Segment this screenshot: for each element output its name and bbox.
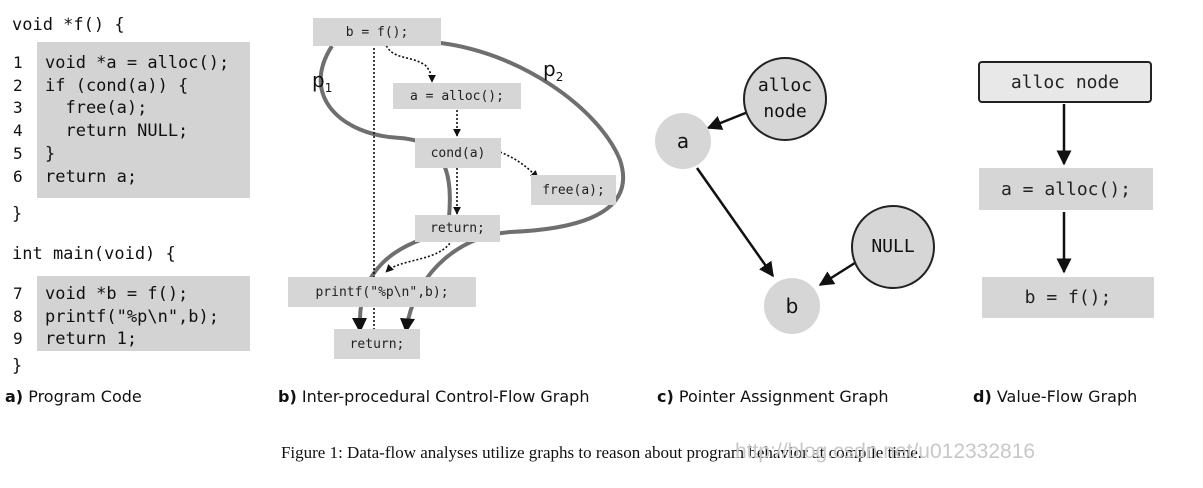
- p2-main: p: [543, 57, 556, 81]
- pag-node-a-label: a: [676, 129, 690, 153]
- f-code-line: void *a = alloc();: [45, 53, 230, 73]
- pag-null-node-label: NULL: [871, 236, 915, 257]
- caption-a-letter: a): [5, 387, 24, 406]
- vfg-b-f: b = f();: [982, 277, 1154, 318]
- edge-null-to-b: [818, 259, 859, 287]
- node-cond: cond(a): [415, 138, 501, 168]
- pag-null-node: NULL: [851, 205, 935, 289]
- node-printf: printf("%p\n",b);: [288, 277, 476, 307]
- pag-alloc-node-label: alloc node: [757, 75, 813, 122]
- caption-b: b) Inter-procedural Control-Flow Graph: [278, 387, 589, 406]
- path-p1-arrowhead: [352, 318, 367, 333]
- edge-b-to-alloc: [384, 41, 436, 83]
- path-label-p2: p2: [543, 57, 563, 84]
- main-body-box: [37, 276, 250, 351]
- f-line-number: 1: [13, 53, 23, 72]
- caption-c-letter: c): [657, 387, 674, 406]
- pag-alloc-node: alloc node: [743, 57, 827, 141]
- main-line-number: 9: [13, 329, 23, 349]
- caption-d: d) Value-Flow Graph: [973, 387, 1137, 406]
- vfg-alloc-node: alloc node: [978, 61, 1152, 103]
- main-code-line: return 1;: [45, 329, 138, 350]
- vfg-a-alloc: a = alloc();: [979, 168, 1153, 210]
- caption-a-text: Program Code: [23, 387, 142, 406]
- edge-return-to-printf: [385, 239, 453, 273]
- pag-node-b: b: [764, 278, 820, 334]
- function-f-close: }: [12, 204, 23, 224]
- caption-c-text: Pointer Assignment Graph: [673, 387, 889, 406]
- f-line-number: 4: [13, 121, 23, 141]
- pag-node-a: a: [655, 113, 711, 169]
- node-a-alloc: a = alloc();: [393, 83, 521, 109]
- f-line-number: 6: [13, 166, 23, 186]
- function-f-body-box: [37, 42, 250, 198]
- path-p1-curve: [318, 44, 452, 321]
- main-header: int main(void) {: [12, 244, 176, 264]
- p1-main: p: [312, 68, 325, 92]
- edge-cond-to-free: [499, 151, 539, 179]
- caption-d-letter: d): [973, 387, 992, 406]
- f-code-line: if (cond(a)) {: [45, 75, 189, 96]
- watermark: http://blog.csdn.net/u012332816: [735, 440, 1036, 463]
- f-code-line: return a;: [45, 166, 138, 187]
- path-p2-arrowhead: [400, 318, 415, 333]
- caption-d-text: Value-Flow Graph: [991, 387, 1138, 406]
- node-return-f: return;: [415, 215, 500, 242]
- f-code-line: }: [45, 143, 56, 164]
- figure-caption: Figure 1: Data-flow analyses utilize gra…: [280, 443, 923, 462]
- main-line-number: 7: [13, 284, 23, 303]
- edge-a-to-b: [695, 167, 775, 278]
- caption-c: c) Pointer Assignment Graph: [657, 387, 888, 406]
- caption-b-letter: b): [278, 387, 297, 406]
- path-p2-curve: [406, 40, 625, 321]
- main-close: }: [12, 356, 23, 376]
- function-f-header: void *f() {: [12, 15, 125, 35]
- edge-alloc-to-a: [706, 110, 749, 130]
- caption-a: a) Program Code: [5, 387, 142, 406]
- p1-sub: 1: [324, 81, 333, 95]
- p2-sub: 2: [555, 70, 564, 84]
- pag-node-b-label: b: [785, 294, 799, 318]
- f-line-number: 5: [13, 143, 23, 163]
- main-code-line: void *b = f();: [45, 284, 189, 304]
- f-code-line: return NULL;: [45, 121, 189, 142]
- f-code-line: free(a);: [45, 98, 148, 119]
- f-line-number: 3: [13, 98, 23, 118]
- path-label-p1: p1: [312, 68, 332, 95]
- node-return-main: return;: [334, 329, 420, 359]
- f-line-number: 2: [13, 75, 23, 95]
- main-line-number: 8: [13, 306, 23, 326]
- main-code-line: printf("%p\n",b);: [45, 306, 219, 327]
- node-b-eq-f: b = f();: [313, 18, 441, 46]
- node-free: free(a);: [531, 175, 616, 205]
- caption-b-text: Inter-procedural Control-Flow Graph: [296, 387, 590, 406]
